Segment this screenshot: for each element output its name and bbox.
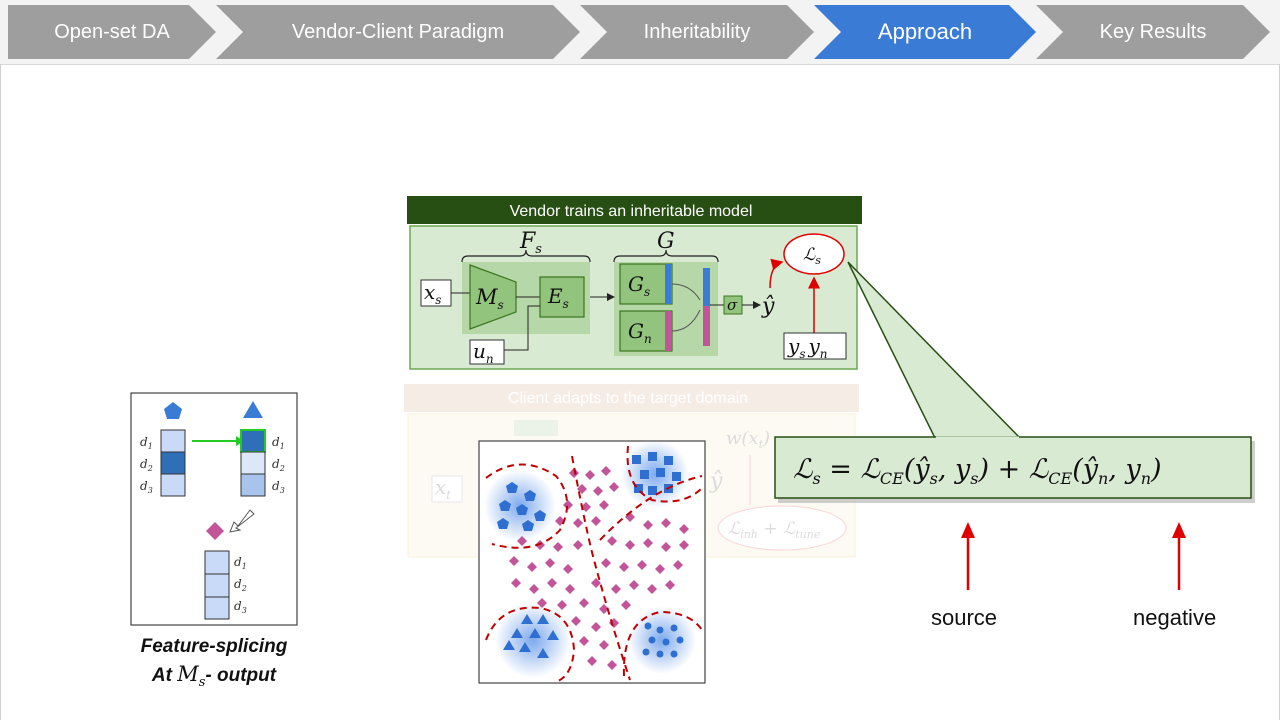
nav-step-label: Key Results [1099,20,1207,43]
triangle-cluster-glow [495,602,571,678]
fs-label: Fs [519,229,542,257]
pentagon-cluster [497,482,546,531]
feature-d2-left [160,451,186,475]
xt-input-box [431,475,463,503]
source-label: source [931,605,998,630]
un-input-box [469,339,505,365]
d2-label-left: d2 [140,457,153,473]
feature-splicing-panel: d1 d2 d3 d1 d2 d3 d1 d2 d3 [130,392,298,626]
client-yhat-label: ŷ [709,469,723,494]
negative-label: negative [1133,605,1217,630]
client-loss-node [717,505,847,551]
pentagon-icon [164,402,182,419]
nav-step-label: Vendor-Client Paradigm [291,20,505,43]
caption-line-2: At Ms- output [94,662,334,690]
outline-arrow-icon [229,509,255,533]
d3-label-bottom: d3 [234,599,247,615]
slide-border-left [0,64,1,720]
vendor-header-text: Vendor trains an inheritable model [510,203,753,220]
es-block [539,276,585,318]
nav-step-label: Open-set DA [54,20,170,43]
gn-merge-curve [671,309,701,332]
triangle-cluster [503,614,559,658]
nav-step-key-results[interactable]: Key Results [1036,5,1270,59]
un-connector [504,305,540,351]
ms-label: Ms [475,285,504,312]
ms-encoder-block [469,264,517,330]
feature-d3-left [160,473,186,497]
caption-math: Ms [177,662,206,691]
loss-equation: ℒs = ℒCE(ŷs, ys) + ℒCE(ŷn, yn) [793,454,1162,488]
client-encoder-hint [514,420,558,436]
equation-callout: ℒs = ℒCE(ŷs, ys) + ℒCE(ŷn, yn) [774,261,1255,590]
g-label: G [657,229,675,254]
feature-d1-bottom [204,550,230,575]
ls-loss-node [783,233,845,275]
sigma-label: σ [727,296,738,314]
caption-prefix: At [151,665,178,686]
es-label: Es [547,284,569,311]
circle-cluster-glow [628,606,696,674]
callout-pointer [847,261,1022,439]
decision-boundaries [485,445,703,683]
diamond-icon [206,522,224,540]
xt-label: xt [435,475,451,502]
caption-line-1: Feature-splicing [140,636,288,657]
d1-label-bottom: d1 [234,555,247,571]
feature-d3-bottom [204,596,230,620]
d1-label-right: d1 [272,435,285,451]
nav-step-vendor-client[interactable]: Vendor-Client Paradigm [216,5,580,59]
gn-output-bar [665,311,671,351]
feature-d1-left [160,429,186,453]
feature-space-plot [478,440,706,684]
concat-bar-source [703,268,710,306]
d2-label-right: d2 [272,457,285,473]
nav-step-approach[interactable]: Approach [814,5,1036,59]
feature-d2-bottom [204,573,230,598]
nav-step-label: Approach [877,19,973,44]
concat-bar-negative [703,306,710,346]
negative-arrow-head [1172,522,1186,538]
nav-step-open-set-da[interactable]: Open-set DA [8,5,216,59]
feature-splicing-caption: Feature-splicing At Ms- output [94,636,334,690]
feature-d2-right [240,451,266,475]
caption-suffix: - output [205,665,277,686]
feature-d3-right [240,473,266,497]
g-brace [613,249,719,263]
labels-box [783,332,847,360]
d1-label-left: d1 [140,435,153,451]
feature-d1-right [240,429,266,453]
gs-output-bar [665,264,671,304]
yhat-label: ŷ [761,294,775,319]
xs-label: xs [424,280,441,307]
d3-label-left: d3 [140,479,153,495]
un-label: un [473,339,494,366]
client-header-bar [404,384,859,412]
yhat-to-loss-arrow [769,258,784,289]
gs-label: Gs [628,272,650,299]
ls-label: ℒs [803,245,821,267]
circle-cluster [642,622,684,658]
fs-brace [461,249,591,263]
weight-label: w(xt) [726,428,770,451]
gs-head-block [619,263,673,305]
nav-divider [0,64,1280,65]
triangle-icon [243,401,263,418]
gs-merge-curve [671,283,701,301]
nav-step-inheritability[interactable]: Inheritability [580,5,814,59]
d3-label-right: d3 [272,479,285,495]
nav-step-label: Inheritability [643,20,751,43]
progress-nav: Open-set DA Vendor-Client Paradigm Inher… [0,0,1280,64]
d2-label-bottom: d2 [234,577,247,593]
gn-head-block [619,310,673,352]
client-loss-label: ℒinh + ℒtune [728,519,821,541]
vendor-header-bar [407,196,862,224]
source-arrow-head [961,522,975,538]
gn-label: Gn [628,319,652,346]
client-header-text: Client adapts to the target domain [508,390,748,407]
vendor-panel: Vendor trains an inheritable model Fs G … [407,196,862,370]
